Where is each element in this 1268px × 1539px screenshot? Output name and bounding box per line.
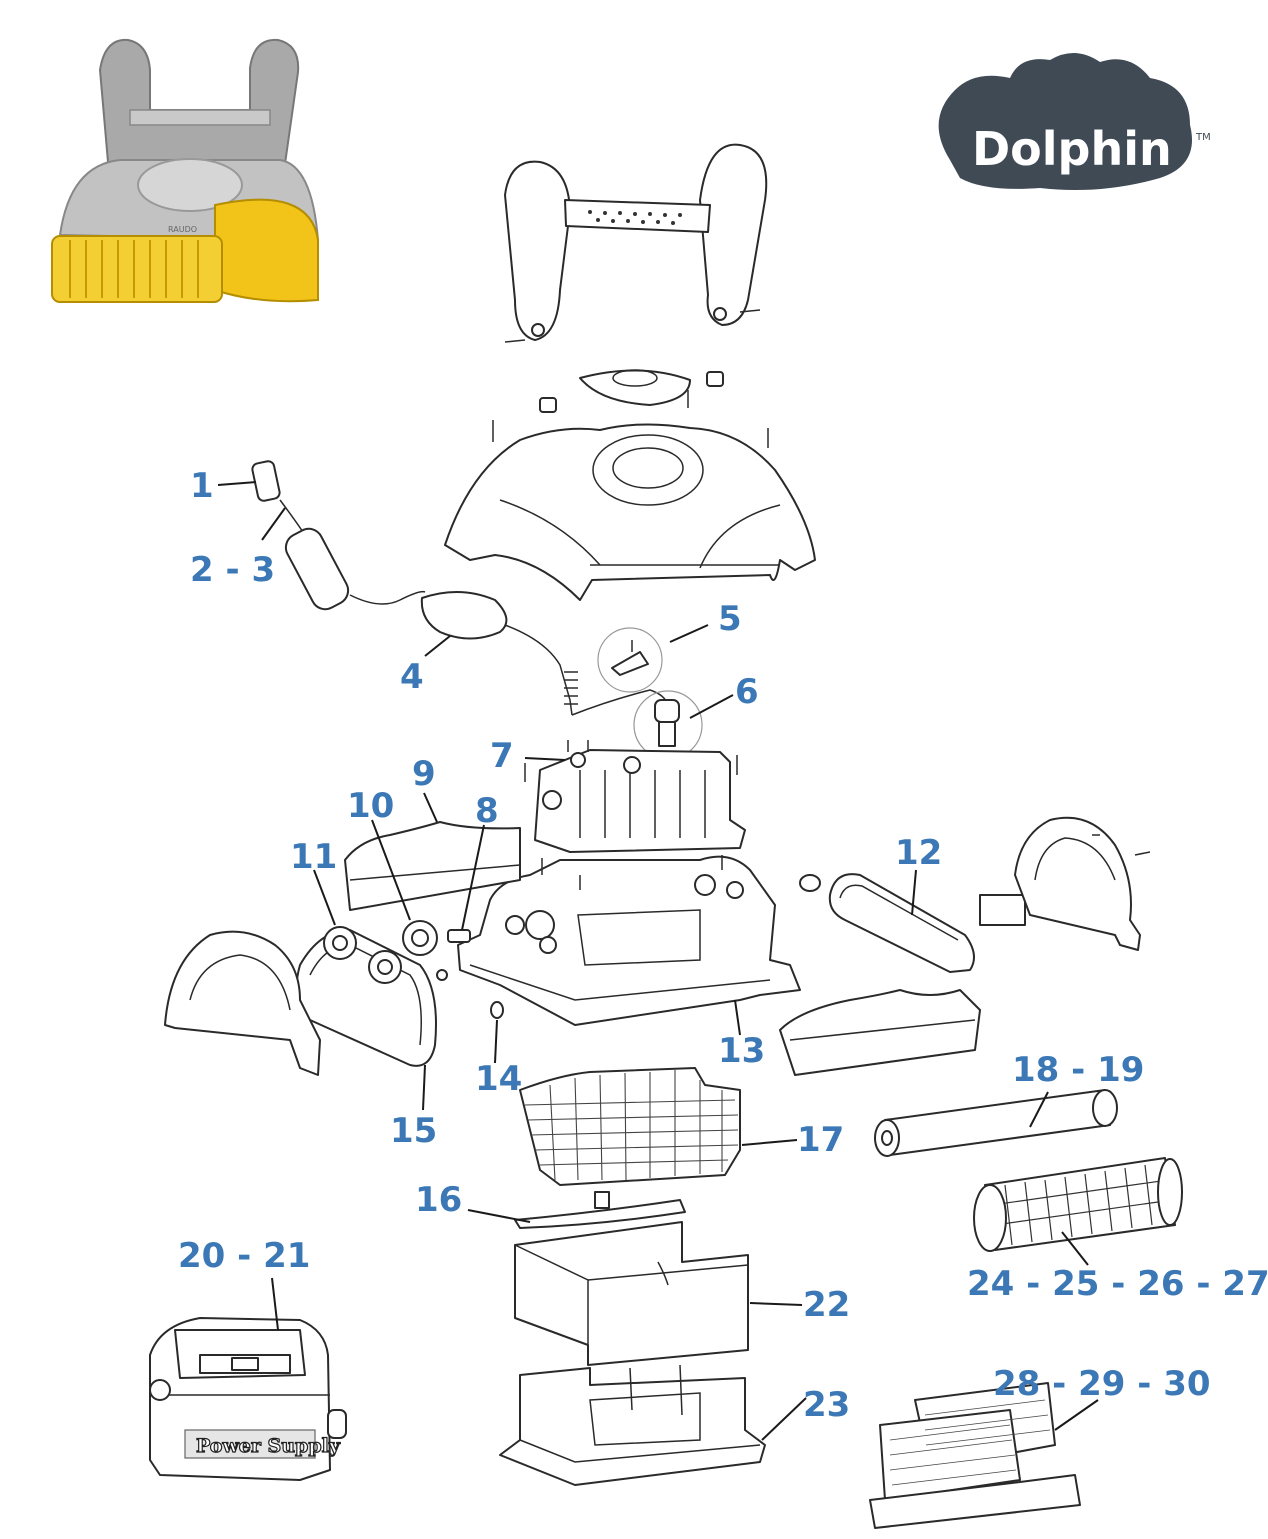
filter-basket-part [514,1067,741,1229]
callout-11: 11 [290,837,337,877]
logo-text: Dolphin [972,122,1172,176]
callout-2-3: 2 - 3 [190,550,275,590]
callout-23: 23 [803,1385,850,1425]
callout-9: 9 [412,754,436,794]
brush-part [973,1157,1183,1252]
trademark-text: TM [1195,132,1211,143]
right-side-parts [779,816,1151,1076]
power-supply-label: Power Supply [196,1435,341,1457]
callout-4: 4 [400,657,424,697]
callout-28-30: 28 - 29 - 30 [993,1364,1211,1404]
callout-8: 8 [475,791,499,831]
base-plate-part [499,1364,766,1486]
callout-12: 12 [895,833,942,873]
callout-14: 14 [475,1059,522,1099]
callout-5: 5 [718,599,742,639]
robot-product-photo: RAUDO [51,38,320,303]
callout-20-21: 20 - 21 [178,1236,310,1276]
callout-16: 16 [415,1180,462,1220]
roller-part [874,1089,1118,1157]
callout-18-19: 18 - 19 [1012,1050,1144,1090]
callout-7: 7 [490,736,514,776]
callout-6: 6 [735,672,759,712]
handle-part [504,143,768,343]
left-side-parts [164,821,521,1076]
chassis-part [457,855,801,1026]
power-supply-part: Power Supply [149,1317,347,1481]
filter-bag-part [514,1221,749,1366]
filter-panels-part [869,1382,1081,1529]
callout-1: 1 [190,466,214,506]
callout-17: 17 [797,1120,844,1160]
callout-10: 10 [347,786,394,826]
callout-24-27: 24 - 25 - 26 - 27 [967,1264,1268,1304]
callout-13: 13 [718,1031,765,1071]
cable-assembly-part [251,460,703,760]
product-model-text: RAUDO [168,225,197,234]
leader-lines [217,481,1099,1441]
callout-15: 15 [390,1111,437,1151]
callout-labels: 1 2 - 3 4 5 6 7 8 9 10 11 12 13 14 15 16… [178,466,1268,1425]
dolphin-logo: Dolphin TM [938,52,1211,191]
motor-unit-part [524,740,746,853]
top-cover-part [444,369,816,601]
callout-22: 22 [803,1285,850,1325]
